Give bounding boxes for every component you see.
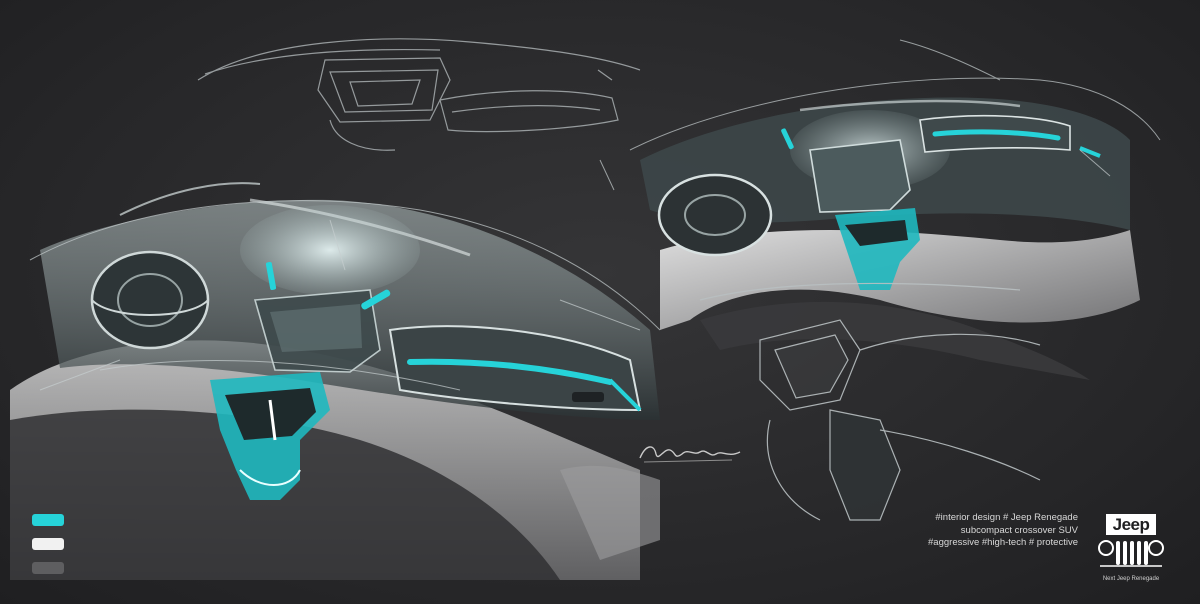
side-cockpit-sketch bbox=[599, 39, 1161, 380]
dark-swatch bbox=[32, 562, 64, 574]
artist-signature bbox=[639, 446, 741, 463]
bottom-console-sketch bbox=[699, 282, 1041, 521]
top-dashboard-sketch bbox=[197, 38, 641, 151]
design-caption: #interior design # Jeep Renegade subcomp… bbox=[908, 512, 1078, 550]
caption-line-2: subcompact crossover SUV bbox=[960, 524, 1078, 536]
main-cockpit-sketch bbox=[10, 182, 661, 580]
light-swatch bbox=[32, 538, 64, 550]
jeep-logo-subtitle: Next Jeep Renegade bbox=[1102, 576, 1160, 582]
jeep-logo: Jeep Next Jeep Renegade bbox=[1088, 512, 1174, 596]
accent-swatch bbox=[32, 514, 64, 526]
jeep-grille-icon bbox=[1098, 540, 1164, 567]
caption-line-3: #aggressive #high-tech # protective bbox=[928, 537, 1078, 548]
caption-line-1: #interior design # Jeep Renegade bbox=[935, 512, 1078, 523]
jeep-wordmark: Jeep bbox=[1105, 514, 1157, 535]
